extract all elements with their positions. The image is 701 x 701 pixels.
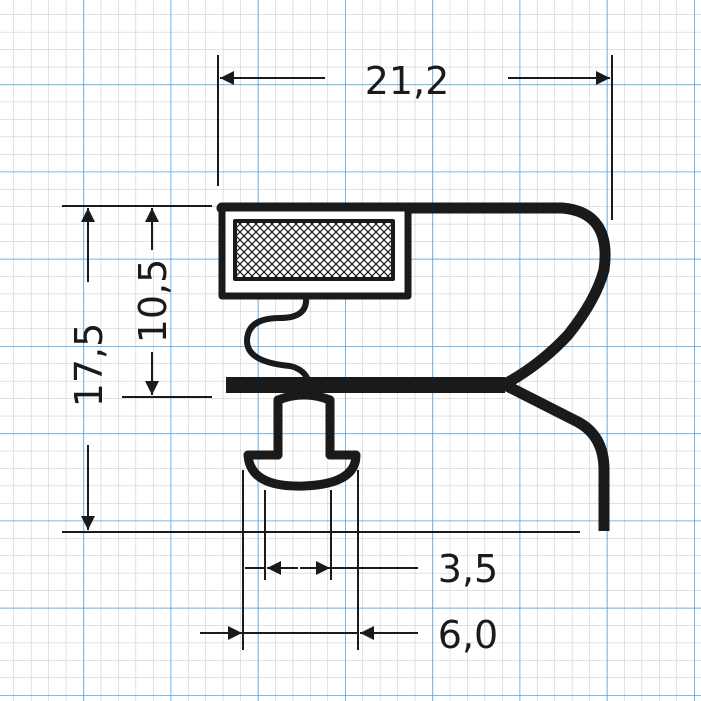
label-outer-bead-width: 6,0 bbox=[438, 613, 498, 657]
label-overall-width: 21,2 bbox=[365, 59, 450, 103]
label-inner-bead-width: 3,5 bbox=[438, 547, 498, 591]
label-overall-height: 17,5 bbox=[67, 323, 111, 408]
magnet-insert bbox=[233, 219, 395, 281]
bellows-fold bbox=[244, 294, 313, 391]
dart-barb bbox=[243, 450, 361, 491]
dart-stem bbox=[273, 390, 335, 460]
label-upper-height: 10,5 bbox=[131, 259, 175, 344]
lower-leg bbox=[502, 380, 610, 531]
dimension-lines bbox=[62, 55, 613, 650]
gasket-profile bbox=[216, 202, 611, 531]
gasket-outer-wall bbox=[216, 202, 611, 390]
